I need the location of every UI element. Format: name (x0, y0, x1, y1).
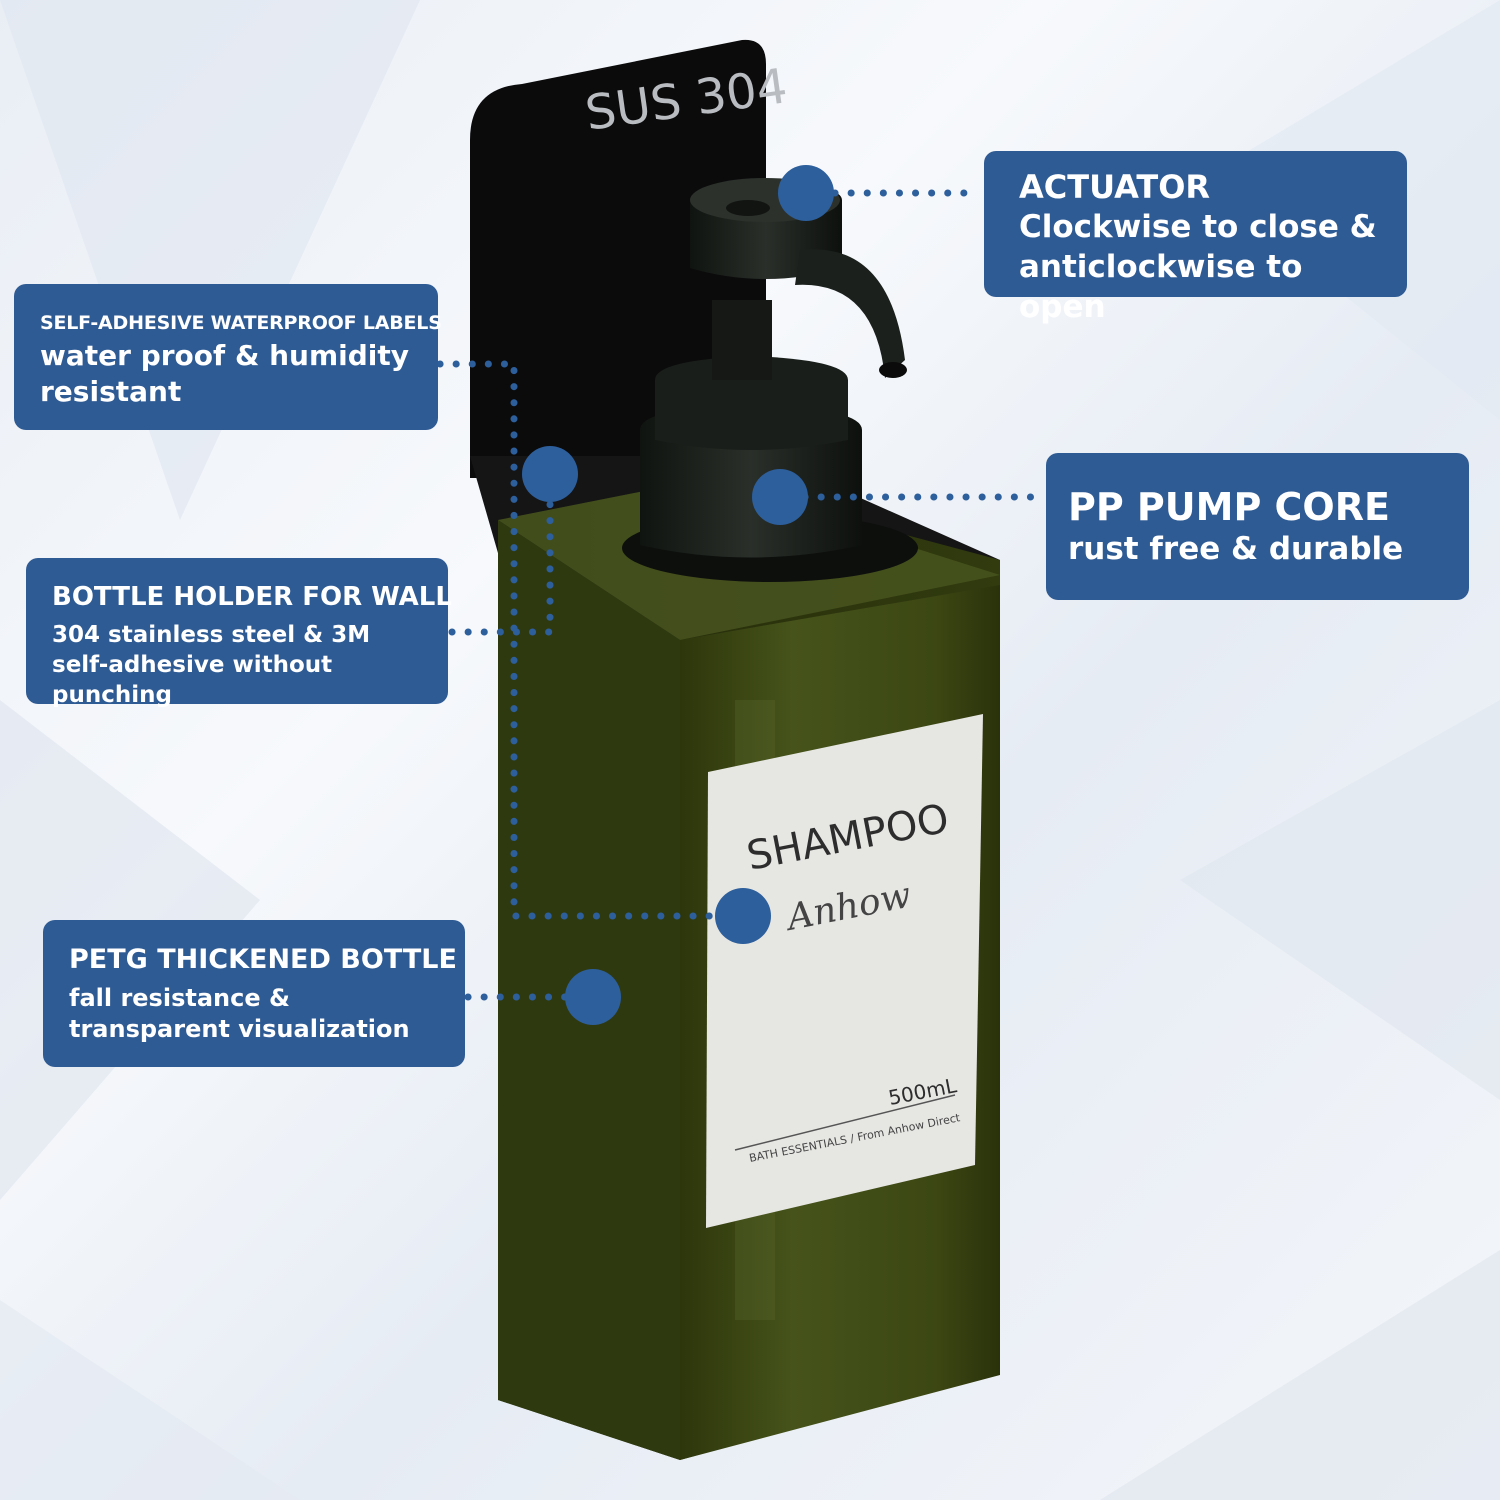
callout-bottle-holder: BOTTLE HOLDER FOR WALL 304 stainless ste… (26, 558, 452, 708)
leader-lines (436, 189, 1044, 1001)
callout-title: BOTTLE HOLDER FOR WALL (52, 582, 452, 612)
marker-pump (752, 469, 808, 525)
marker-actuator (778, 165, 834, 221)
leader-labels (436, 360, 714, 920)
leader-holder (448, 474, 554, 636)
callout-body: rust free & durable (1068, 531, 1404, 567)
marker-bottle (565, 969, 621, 1025)
callout-title: PP PUMP CORE (1068, 485, 1390, 529)
callout-actuator: ACTUATOR Clockwise to close & anticlockw… (984, 151, 1407, 325)
callout-body: 304 stainless steel & 3M self-adhesive w… (52, 622, 371, 708)
pump (622, 178, 918, 582)
marker-labels (715, 888, 771, 944)
markers (522, 165, 834, 1025)
callout-title: ACTUATOR (1019, 168, 1211, 206)
callout-title: PETG THICKENED BOTTLE (69, 944, 457, 975)
marker-holder (522, 446, 578, 502)
callout-body: water proof & humidity resistant (40, 339, 410, 408)
callout-pump-core: PP PUMP CORE rust free & durable (1046, 453, 1469, 600)
callout-title: SELF-ADHESIVE WATERPROOF LABELS (40, 312, 442, 334)
callout-body: fall resistance & transparent visualizat… (69, 984, 410, 1043)
bottle-label (706, 714, 983, 1228)
callout-petg-bottle: PETG THICKENED BOTTLE fall resistance & … (43, 920, 465, 1067)
callout-waterproof-labels: SELF-ADHESIVE WATERPROOF LABELS water pr… (14, 284, 442, 430)
callout-body: Clockwise to close & anticlockwise to op… (1019, 209, 1377, 325)
